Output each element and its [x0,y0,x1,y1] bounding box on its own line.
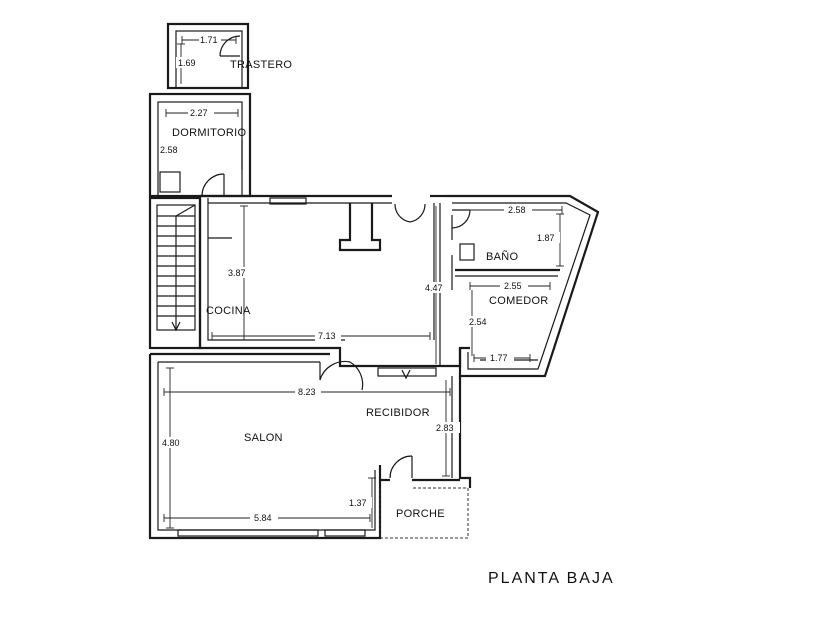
dim-trastero-width: 1.71 [200,35,218,45]
room-labels: TRASTERO DORMITORIO COCINA BAÑO COMEDOR … [172,59,549,520]
room-label-comedor: COMEDOR [489,295,549,307]
room-label-trastero: TRASTERO [230,59,292,71]
dim-comedor-height: 2.54 [469,317,487,327]
dimension-labels: 1.71 1.69 2.27 2.58 3.87 4.47 2.58 1.87 … [160,34,560,523]
main-walls [148,194,600,540]
room-label-porche: PORCHE [396,508,445,520]
dim-porche-height: 1.37 [349,498,367,508]
dim-bano-width: 2.58 [508,205,526,215]
room-label-cocina: COCINA [206,305,251,317]
dim-salon-width: 8.23 [298,387,316,397]
dim-cocina-width: 7.13 [318,331,336,341]
dim-dormitorio-height: 2.58 [160,145,178,155]
room-label-recibidor: RECIBIDOR [366,407,430,419]
dim-recibidor-height: 2.83 [436,423,454,433]
room-label-bano: BAÑO [486,250,519,263]
trastero-walls [166,22,250,90]
dim-salon-bottom: 5.84 [254,513,272,523]
porche-outline [379,487,469,539]
dim-dormitorio-width: 2.27 [190,108,208,118]
dim-trastero-height: 1.69 [178,58,196,68]
dim-bano-height: 1.87 [537,233,555,243]
plan-title: PLANTA BAJA [488,570,615,587]
dim-cocina-height: 3.87 [228,268,246,278]
room-label-dormitorio: DORMITORIO [172,127,246,139]
dim-comedor-width: 2.55 [504,281,522,291]
dim-comedor-bottom: 1.77 [490,353,508,363]
room-label-salon: SALON [244,432,283,444]
dim-hall-height: 4.47 [425,283,443,293]
dim-salon-height: 4.80 [162,438,180,448]
